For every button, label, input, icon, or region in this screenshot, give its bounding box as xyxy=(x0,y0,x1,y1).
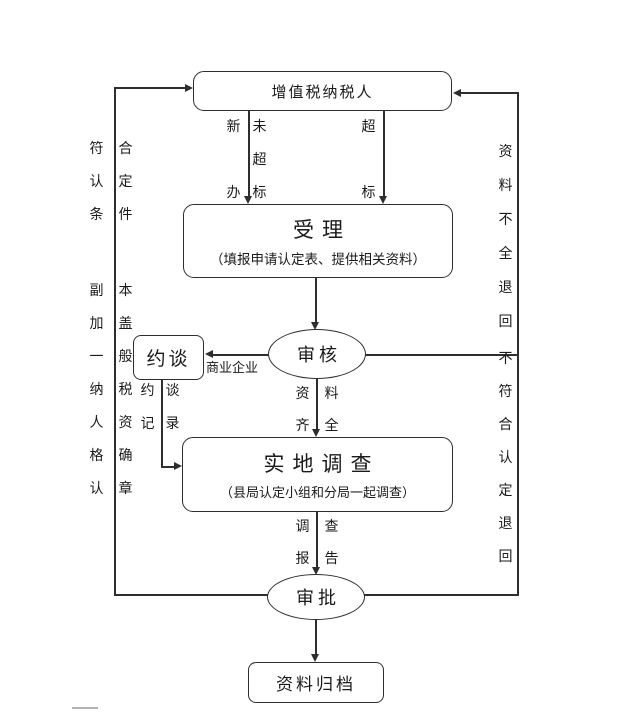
node-investigation-title: 实地调查 xyxy=(263,452,380,476)
node-taxpayer: 增值税纳税人 xyxy=(193,71,452,111)
arrowhead-archive xyxy=(311,654,319,662)
edge-review-investigation xyxy=(316,378,318,429)
right-feedback-line-top xyxy=(461,92,518,94)
node-accept-subtitle: （填报申请认定表、提供相关资料） xyxy=(210,252,426,267)
node-taxpayer-label: 增值税纳税人 xyxy=(271,84,374,101)
edge-interview-down xyxy=(161,379,163,467)
node-investigation-subtitle: （县局认定小组和分局一起调查） xyxy=(219,485,415,500)
arrowhead-accept-right xyxy=(379,196,387,204)
review-to-right-line xyxy=(364,354,518,356)
edge-approval-archive xyxy=(315,619,317,655)
side-note-stamp-copy: 副本加盖一般纳税人资格确认章 xyxy=(89,284,133,497)
arrowhead-accept-left xyxy=(244,196,252,204)
left-feedback-line-top xyxy=(114,87,185,89)
edge-label-interview-record: 约谈记录 xyxy=(140,384,180,432)
left-feedback-line-bottom xyxy=(114,594,269,596)
edge-label-not-exceed-standard: 未超标 xyxy=(252,120,267,201)
right-feedback-line-bottom xyxy=(364,594,518,596)
edge-accept-review xyxy=(315,277,317,322)
edge-review-interview xyxy=(213,354,269,356)
arrowhead-approval xyxy=(312,567,320,575)
node-review: 审核 xyxy=(268,329,366,379)
node-interview-label: 约谈 xyxy=(146,349,191,370)
arrowhead-interview xyxy=(205,350,213,358)
node-investigation: 实地调查 （县局认定小组和分局一起调查） xyxy=(182,437,453,512)
arrowhead-into-taxpayer-right xyxy=(453,89,461,97)
left-feedback-line-vertical xyxy=(114,87,116,596)
edge-investigation-approval xyxy=(316,511,318,567)
edge-interview-across xyxy=(161,466,174,468)
node-review-label: 审核 xyxy=(297,345,341,365)
node-archive: 资料归档 xyxy=(248,662,384,703)
node-accept: 受理 （填报申请认定表、提供相关资料） xyxy=(183,204,453,278)
edge-label-exceed-standard: 超标 xyxy=(361,120,376,201)
arrowhead-into-taxpayer-left xyxy=(185,84,193,92)
node-interview: 约谈 xyxy=(133,335,204,380)
side-note-not-qualified-return: 不符合认定退回 xyxy=(498,352,513,565)
side-note-materials-incomplete-return: 资料不全退回 xyxy=(498,145,513,330)
edge-taxpayer-accept-right xyxy=(383,110,385,196)
side-note-meet-conditions: 符合认定条件 xyxy=(89,142,133,223)
edge-label-materials-complete: 资料齐全 xyxy=(295,387,339,434)
edge-label-new-establish: 新办 xyxy=(226,120,241,201)
edge-label-investigation-report: 调查报告 xyxy=(295,520,339,567)
arrowhead-investigation-left xyxy=(174,462,182,470)
node-accept-title: 受理 xyxy=(293,218,351,242)
edge-label-commercial-enterprise: 商业企业 xyxy=(206,360,259,375)
node-approval-label: 审批 xyxy=(296,588,340,608)
node-approval: 审批 xyxy=(267,574,365,620)
arrowhead-investigation-top xyxy=(312,429,320,437)
right-feedback-line-vertical xyxy=(517,92,519,596)
arrowhead-review xyxy=(311,322,319,330)
page-margin-mark xyxy=(72,707,98,709)
node-archive-label: 资料归档 xyxy=(276,675,356,694)
edge-taxpayer-accept-left xyxy=(248,110,250,196)
